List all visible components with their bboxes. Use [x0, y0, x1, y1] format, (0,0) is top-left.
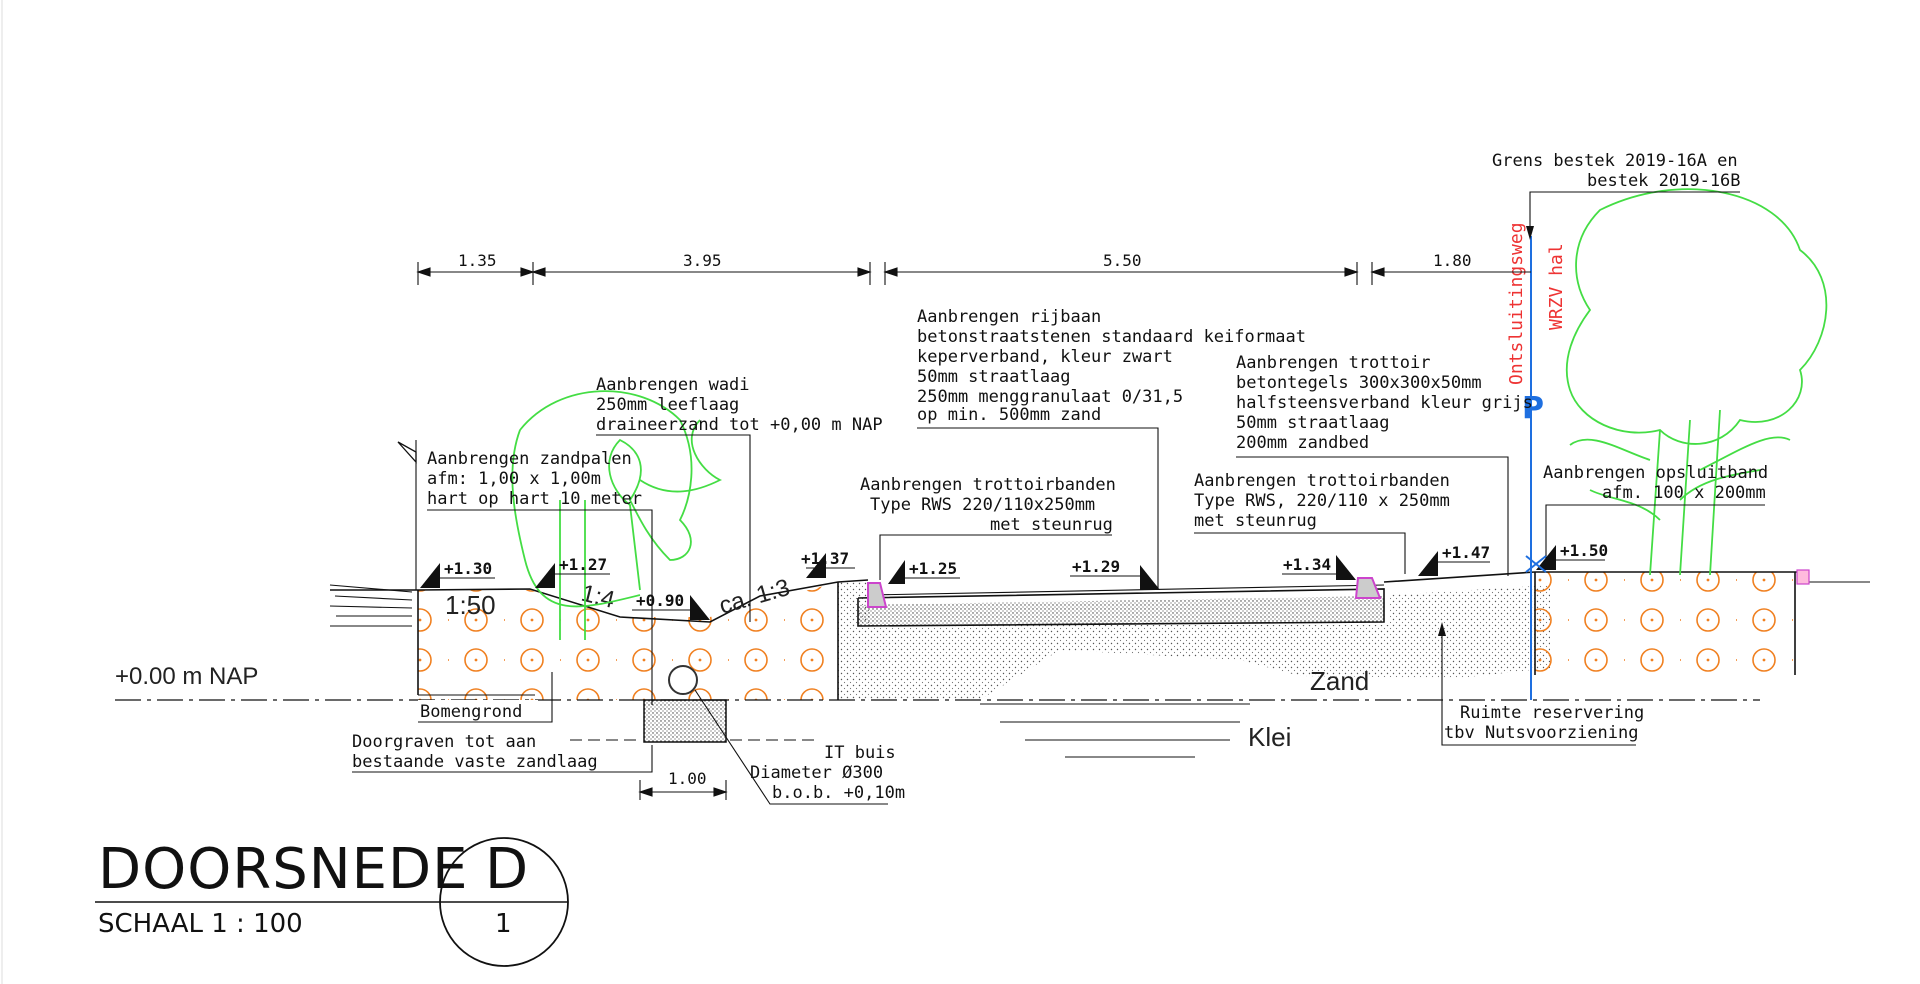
svg-text:afm. 100 x 200mm: afm. 100 x 200mm: [1602, 483, 1766, 503]
svg-text:Aanbrengen wadi: Aanbrengen wadi: [596, 375, 750, 395]
soil-klei: Klei: [1248, 722, 1291, 752]
svg-text:50mm straatlaag: 50mm straatlaag: [917, 367, 1071, 387]
level-1-27: +1.27: [559, 555, 607, 574]
ground-surface: [330, 579, 869, 623]
level-1-29: +1.29: [1072, 557, 1120, 576]
trench-fill: [643, 699, 727, 743]
svg-text:Aanbrengen opsluitband: Aanbrengen opsluitband: [1543, 463, 1768, 483]
svg-text:betontegels 300x300x50mm: betontegels 300x300x50mm: [1236, 373, 1482, 393]
level-1-34: +1.34: [1283, 555, 1331, 574]
level-1-25: +1.25: [909, 559, 957, 578]
level-0-90: +0.90: [636, 591, 684, 610]
kerb-right: [1354, 577, 1382, 599]
klei-symbol: [980, 703, 1250, 758]
bomengrond-fill-right: [1535, 572, 1795, 675]
nap-label: +0.00 m NAP: [115, 663, 258, 690]
dimension-3-95: 3.95: [683, 251, 722, 270]
flag-icon: [397, 441, 417, 464]
svg-text:b.o.b. +0,10m: b.o.b. +0,10m: [772, 783, 905, 803]
svg-text:draineerzand tot +0,00 m NAP: draineerzand tot +0,00 m NAP: [596, 415, 883, 435]
sheet-number: 1: [495, 909, 512, 939]
note-trottoir: Aanbrengen trottoir betontegels 300x300x…: [1236, 353, 1533, 453]
svg-text:op min. 500mm zand: op min. 500mm zand: [917, 405, 1101, 425]
dimension-1-35: 1.35: [458, 251, 497, 270]
note-zandpalen: Aanbrengen zandpalen afm: 1,00 x 1,00m h…: [427, 449, 642, 509]
svg-text:keperverband, kleur zwart: keperverband, kleur zwart: [917, 347, 1173, 367]
svg-text:Aanbrengen trottoirbanden: Aanbrengen trottoirbanden: [860, 475, 1116, 495]
svg-text:250mm menggranulaat 0/31,5: 250mm menggranulaat 0/31,5: [917, 387, 1183, 407]
svg-text:Ruimte reservering: Ruimte reservering: [1460, 703, 1644, 723]
note-grens-line1: Grens bestek 2019-16A en: [1492, 151, 1738, 171]
svg-text:Aanbrengen trottoirbanden: Aanbrengen trottoirbanden: [1194, 471, 1450, 491]
svg-text:afm: 1,00 x 1,00m: afm: 1,00 x 1,00m: [427, 469, 601, 489]
svg-text:50mm straatlaag: 50mm straatlaag: [1236, 413, 1390, 433]
kerb-left: [867, 582, 888, 608]
svg-text:hart op hart 10 meter: hart op hart 10 meter: [427, 489, 642, 509]
note-opsluitband: Aanbrengen opsluitband afm. 100 x 200mm: [1543, 463, 1768, 503]
bomengrond-fill-left: [418, 582, 838, 700]
svg-text:betonstraatstenen standaard ke: betonstraatstenen standaard keiformaat: [917, 327, 1306, 347]
tree-left-icon: [511, 390, 723, 640]
note-grens-line2: bestek 2019-16B: [1587, 171, 1741, 191]
svg-text:halfsteensverband kleur grijs: halfsteensverband kleur grijs: [1236, 393, 1533, 413]
section-bubble: [439, 837, 569, 967]
water-hatch: [329, 584, 413, 627]
note-wadi: Aanbrengen wadi 250mm leeflaag draineerz…: [596, 375, 883, 435]
it-pipe: [668, 665, 698, 695]
svg-text:Diameter Ø300: Diameter Ø300: [750, 763, 883, 783]
note-trottoirbanden-right: Aanbrengen trottoirbanden Type RWS, 220/…: [1194, 471, 1450, 531]
svg-text:Doorgraven tot aan: Doorgraven tot aan: [352, 732, 536, 752]
svg-text:met steunrug: met steunrug: [990, 515, 1113, 535]
dimension-chain: [416, 262, 1531, 285]
level-1-47: +1.47: [1442, 543, 1490, 562]
drawing-title: DOORSNEDE: [98, 837, 469, 902]
tree-right-icon: [1565, 188, 1828, 576]
svg-text:tbv Nutsvoorziening: tbv Nutsvoorziening: [1444, 723, 1638, 743]
level-1-30: +1.30: [444, 559, 492, 578]
section-letter: D: [485, 837, 529, 902]
dimension-1-80: 1.80: [1433, 251, 1472, 270]
svg-text:200mm zandbed: 200mm zandbed: [1236, 433, 1369, 453]
drawing-scale: SCHAAL 1 : 100: [98, 909, 303, 939]
svg-text:Aanbrengen zandpalen: Aanbrengen zandpalen: [427, 449, 632, 469]
level-markers: [420, 545, 1605, 620]
roadbed-sand: [838, 582, 1550, 700]
soil-zand: Zand: [1310, 666, 1369, 696]
svg-text:Aanbrengen rijbaan: Aanbrengen rijbaan: [917, 307, 1101, 327]
note-doorgraven: Doorgraven tot aan bestaande vaste zandl…: [352, 732, 598, 772]
svg-text:250mm leeflaag: 250mm leeflaag: [596, 395, 739, 415]
vertical-label-wrzv-hal: WRZV hal: [1546, 243, 1567, 330]
svg-text:Type RWS 220/110x250mm: Type RWS 220/110x250mm: [870, 495, 1095, 515]
note-bomengrond: Bomengrond: [420, 702, 522, 722]
svg-text:Type RWS, 220/110 x 250mm: Type RWS, 220/110 x 250mm: [1194, 491, 1450, 511]
note-it-buis: IT buis Diameter Ø300 b.o.b. +0,10m: [750, 743, 905, 803]
svg-text:IT buis: IT buis: [824, 743, 896, 763]
note-rijbaan: Aanbrengen rijbaan betonstraatstenen sta…: [917, 307, 1306, 425]
road-granulaat: [858, 596, 1384, 626]
slope-1-50: 1:50: [445, 590, 496, 620]
note-trottoirbanden-left: Aanbrengen trottoirbanden Type RWS 220/1…: [860, 475, 1116, 535]
svg-text:met steunrug: met steunrug: [1194, 511, 1317, 531]
level-1-37: +1.37: [801, 549, 849, 568]
svg-text:Aanbrengen trottoir: Aanbrengen trottoir: [1236, 353, 1430, 373]
dimension-1-00: 1.00: [668, 769, 707, 788]
level-1-50: +1.50: [1560, 541, 1608, 560]
svg-text:bestaande vaste zandlaag: bestaande vaste zandlaag: [352, 752, 598, 772]
parking-p-icon: P: [1522, 391, 1544, 426]
dimension-5-50: 5.50: [1103, 251, 1142, 270]
note-ruimte: Ruimte reservering tbv Nutsvoorziening: [1444, 703, 1644, 743]
vertical-label-ontsluitingsweg: Ontsluitingsweg: [1506, 222, 1527, 385]
